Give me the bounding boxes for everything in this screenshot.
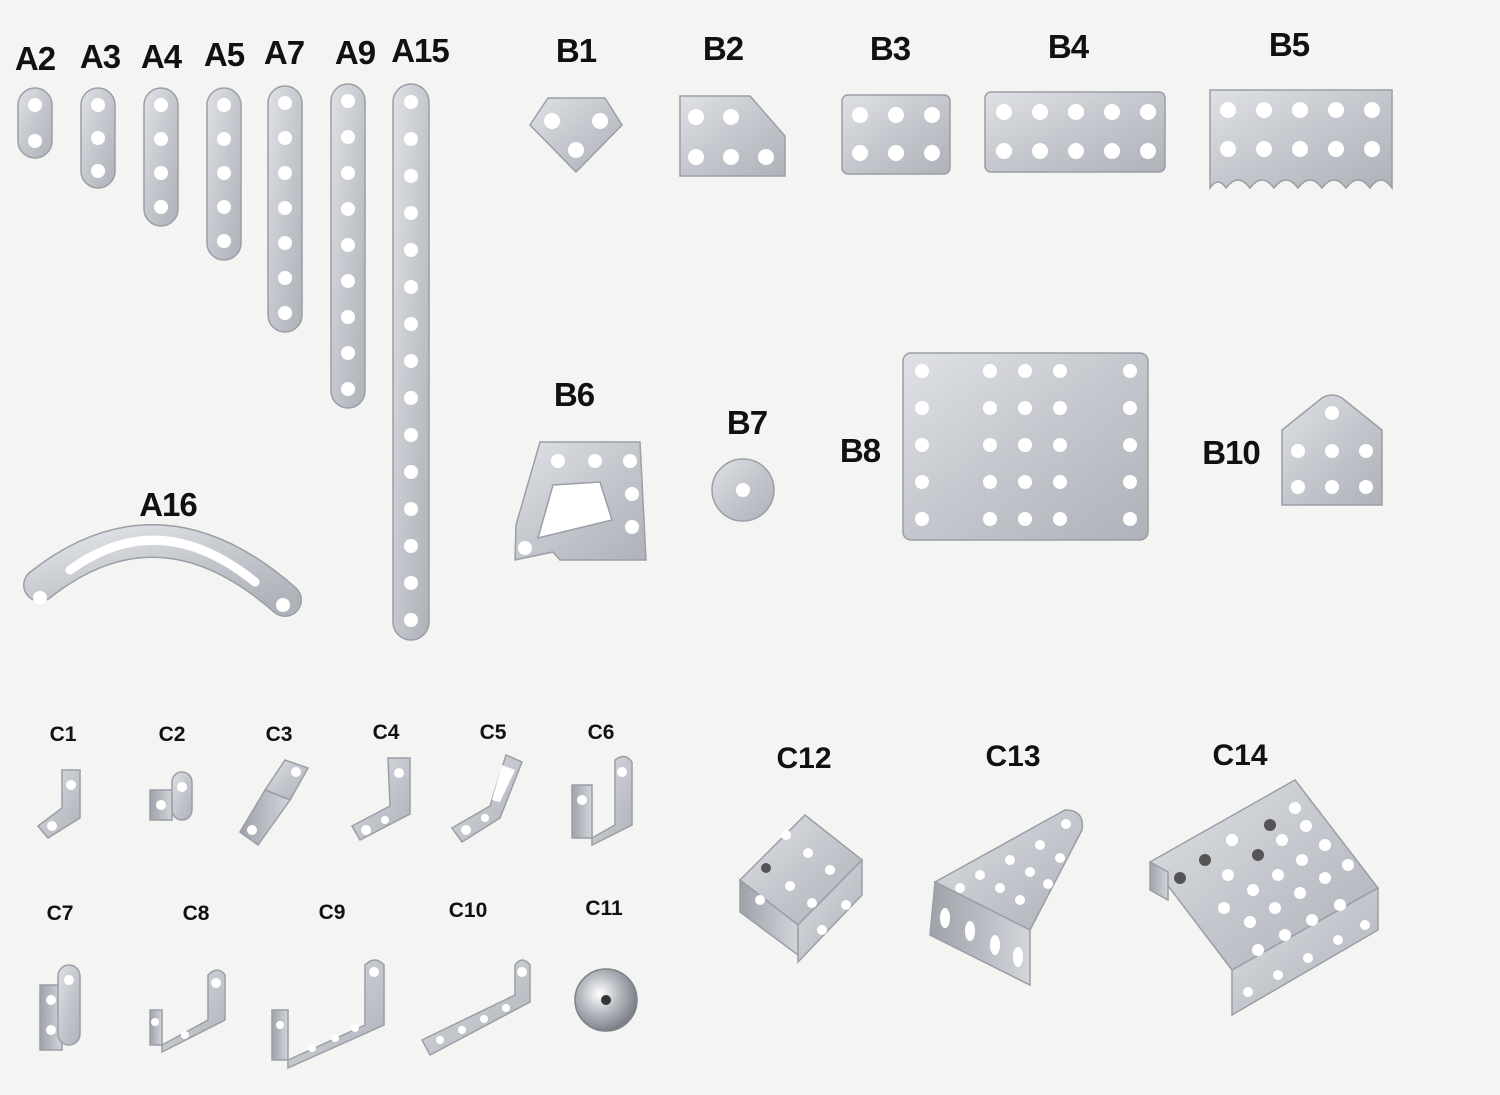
label-c9: C9 [318, 901, 346, 924]
label-c4: C4 [372, 721, 400, 744]
plate-b8 [902, 352, 1149, 541]
label-c5: C5 [479, 721, 507, 744]
plate-b6 [514, 441, 647, 561]
label-b3: B3 [869, 30, 911, 67]
label-a4: A4 [140, 38, 182, 75]
label-b5: B5 [1268, 26, 1310, 63]
bracket-c14 [1148, 779, 1380, 1017]
label-a2: A2 [14, 40, 56, 77]
bracket-c5 [450, 753, 523, 844]
plate-b3 [841, 94, 951, 175]
bracket-c7 [39, 964, 81, 1051]
label-c10: C10 [448, 899, 488, 922]
plate-b5 [1209, 89, 1393, 191]
bracket-c4 [350, 757, 411, 841]
plate-b2 [679, 95, 786, 177]
plate-b1 [529, 97, 623, 174]
strip-a9 [330, 83, 366, 409]
label-c1: C1 [49, 723, 77, 746]
label-b10: B10 [1202, 434, 1261, 471]
bracket-c9 [271, 959, 385, 1070]
bracket-c2 [149, 771, 193, 821]
label-a7: A7 [263, 34, 305, 71]
label-b8: B8 [839, 432, 881, 469]
label-c11: C11 [585, 897, 623, 920]
dome-c11 [574, 968, 638, 1032]
bracket-c1 [36, 769, 81, 839]
label-b1: B1 [555, 32, 597, 69]
label-a9: A9 [334, 34, 376, 71]
label-c14: C14 [1212, 739, 1268, 772]
label-c2: C2 [158, 723, 186, 746]
label-a5: A5 [203, 36, 245, 73]
strip-a2 [17, 87, 53, 159]
bracket-c3 [239, 759, 310, 847]
label-c6: C6 [587, 721, 615, 744]
plate-b4 [984, 91, 1166, 173]
label-b6: B6 [553, 376, 595, 413]
label-c12: C12 [776, 742, 832, 775]
plate-b10 [1281, 394, 1383, 506]
strip-a4 [143, 87, 179, 227]
strip-a3 [80, 87, 116, 189]
bracket-c10 [420, 959, 531, 1057]
label-a15: A15 [391, 32, 450, 69]
label-a3: A3 [79, 38, 121, 75]
bracket-c13 [929, 809, 1084, 987]
label-c7: C7 [46, 902, 74, 925]
strip-a5 [206, 87, 242, 261]
curved-strip-a16 [23, 524, 302, 617]
label-c3: C3 [265, 723, 293, 746]
bracket-c6 [571, 755, 633, 847]
label-b2: B2 [702, 30, 744, 67]
label-a16: A16 [139, 486, 198, 523]
label-c8: C8 [182, 902, 210, 925]
bracket-c12 [738, 813, 864, 964]
label-b4: B4 [1047, 28, 1089, 65]
label-b7: B7 [726, 404, 768, 441]
washer-b7 [711, 458, 775, 522]
strip-a7 [267, 85, 303, 333]
label-c13: C13 [985, 740, 1041, 773]
bracket-c8 [149, 969, 226, 1054]
strip-a15 [392, 83, 430, 641]
